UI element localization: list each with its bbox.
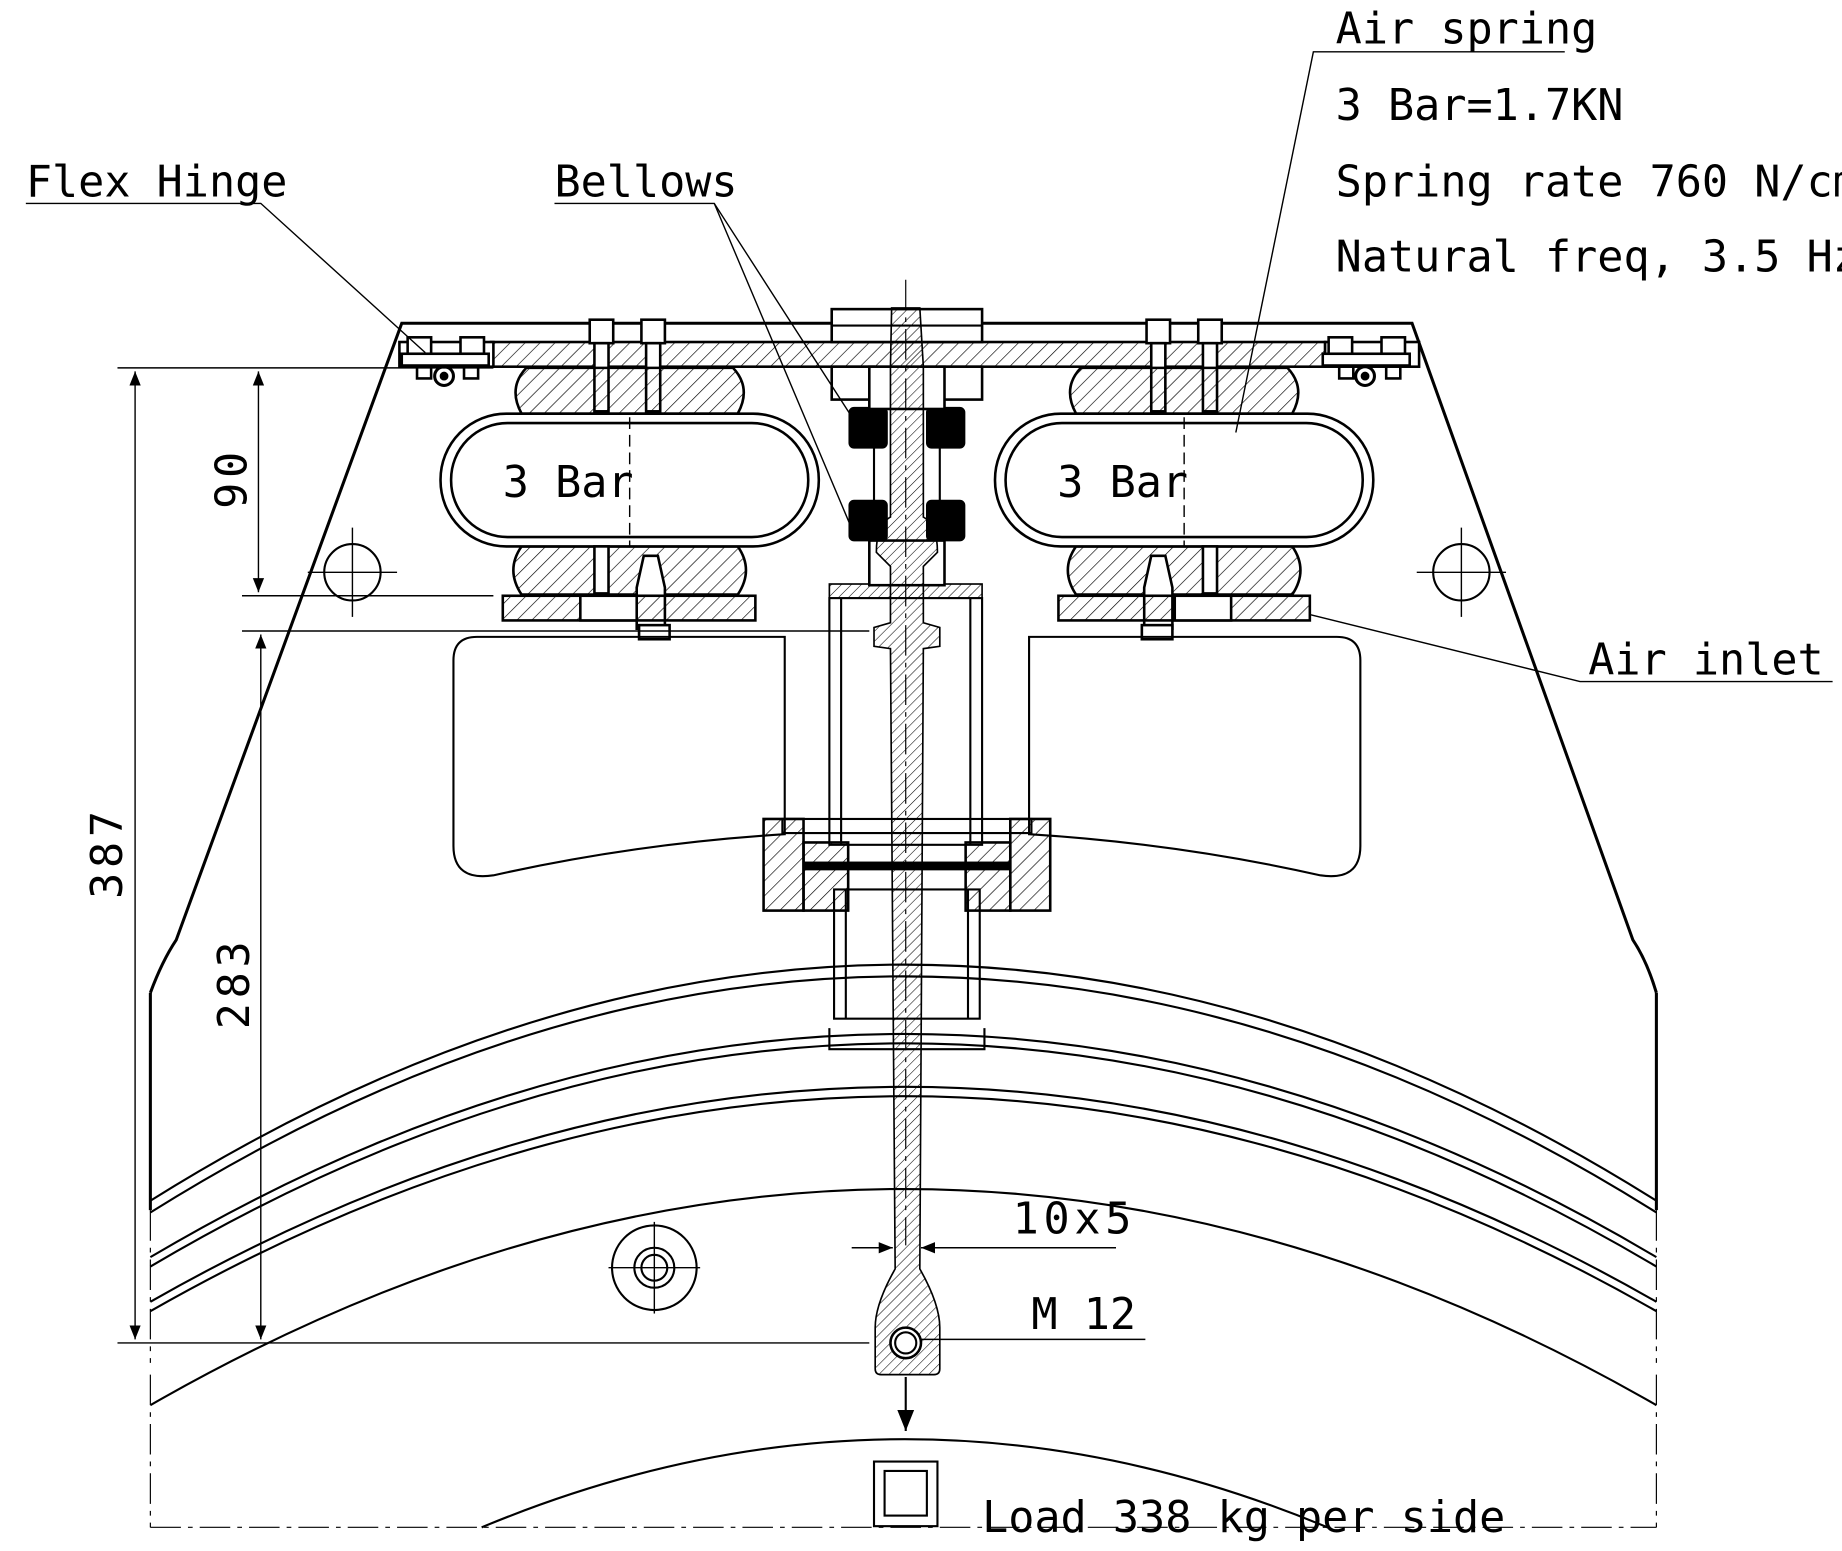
dimension-lines [117, 367, 1146, 1432]
load-label: Load 338 kg per side [982, 1493, 1505, 1543]
thread-label: M 12 [1031, 1290, 1136, 1340]
air-spring-left [439, 366, 821, 641]
load-rod [873, 307, 941, 1376]
spring-rate-label: Spring rate 760 N/cm [1336, 157, 1842, 207]
port-fitting [608, 1221, 701, 1314]
air-inlet-label: Air inlet [1588, 635, 1823, 685]
air-spring-label: Air spring [1336, 5, 1598, 55]
centre-lines [149, 279, 1657, 1528]
flex-hinge-pin-left [415, 365, 480, 388]
rod-size-label: 10x5 [1013, 1195, 1136, 1245]
pivot-hole-right [1416, 527, 1507, 617]
dim-spring-height: 90 [208, 447, 258, 509]
pivot-hole-left [307, 527, 398, 617]
side-frame-right [1028, 635, 1362, 878]
side-frame-left [452, 635, 786, 878]
chamber-walls [149, 963, 1657, 1529]
flex-hinge-pin-right [1337, 365, 1402, 388]
bellows-label: Bellows [554, 157, 737, 207]
bottom-mount [872, 1460, 939, 1528]
lower-plates [501, 594, 1312, 622]
central-column [762, 583, 1052, 1051]
dim-lower-height: 283 [210, 937, 260, 1030]
air-spring-force-label: 3 Bar=1.7KN [1336, 81, 1624, 131]
natural-freq-label: Natural freq, 3.5 Hz [1336, 233, 1842, 283]
pressure-right-label: 3 Bar [1057, 458, 1188, 508]
dim-total-height: 387 [83, 806, 133, 899]
flex-hinge-label: Flex Hinge [26, 157, 288, 207]
pressure-left-label: 3 Bar [503, 458, 634, 508]
leader-lines [25, 51, 1833, 683]
